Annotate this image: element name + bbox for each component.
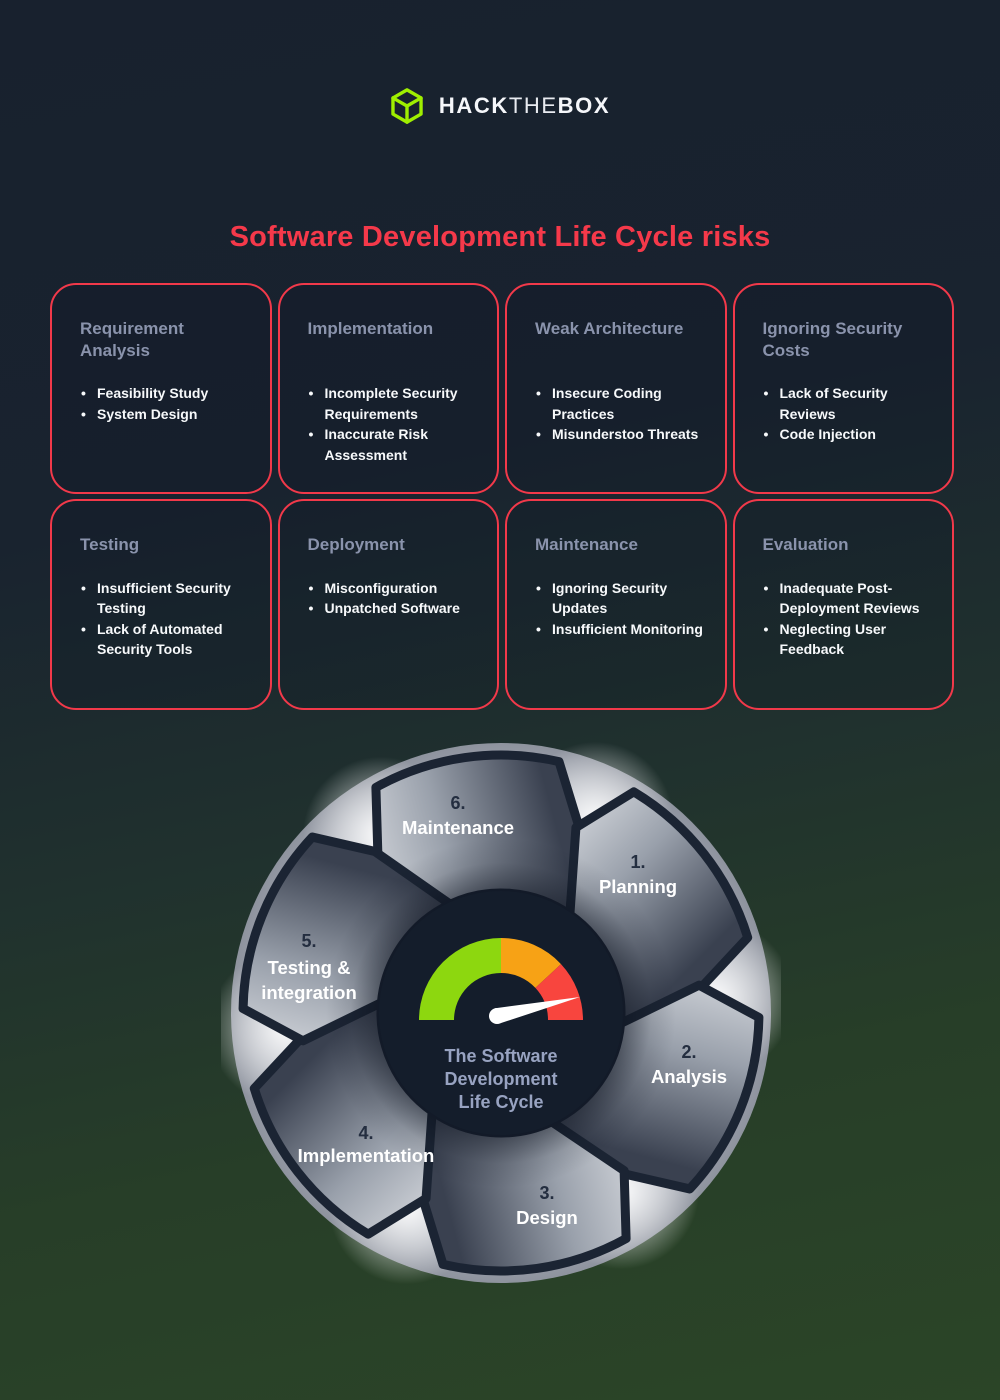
- risk-bullet: Insecure Coding Practices: [535, 383, 705, 424]
- risk-bullet: Lack of Security Reviews: [763, 383, 933, 424]
- risk-bullet: Unpatched Software: [308, 598, 478, 619]
- risk-bullet: Neglecting User Feedback: [763, 619, 933, 660]
- risk-bullet: Feasibility Study: [80, 383, 250, 404]
- risk-card-title: Implementation: [307, 319, 434, 338]
- risk-card-title: Ignoring Security Costs: [762, 319, 903, 360]
- phase-label-implementation: Implementation: [298, 1145, 435, 1166]
- brand-hack: HACK: [438, 93, 509, 118]
- page-title: Software Development Life Cycle risks: [229, 221, 771, 253]
- risk-bullet-list: Feasibility Study System Design: [80, 383, 250, 424]
- phase-number-planning: 1.: [630, 852, 645, 872]
- sdlc-cycle-svg: The Software Development Life Cycle 1. P…: [221, 741, 781, 1285]
- risk-card-evaluation: Evaluation Inadequate Post-Deployment Re…: [732, 499, 954, 710]
- phase-number-design: 3.: [539, 1183, 554, 1203]
- gauge-needle-icon: [489, 997, 580, 1024]
- brand-box: BOX: [557, 93, 611, 118]
- risk-bullet-list: Ignoring Security Updates Insufficient M…: [535, 578, 705, 640]
- brand-the: THE: [508, 93, 558, 118]
- phase-label-analysis: Analysis: [651, 1066, 727, 1087]
- risk-bullet: Ignoring Security Updates: [535, 578, 705, 619]
- phase-number-maintenance: 6.: [450, 793, 465, 813]
- risk-card-weak-architecture: Weak Architecture Insecure Coding Practi…: [505, 283, 727, 494]
- center-caption-line: Development: [444, 1069, 557, 1089]
- risk-bullet: Misunderstoo Threats: [535, 424, 705, 445]
- risk-cards-grid: Requirement Analysis Feasibility Study S…: [50, 283, 954, 710]
- risk-bullet: Insufficient Monitoring: [535, 619, 705, 640]
- risk-bullet-list: Incomplete Security Requirements Inaccur…: [308, 383, 478, 465]
- phase-label-design: Design: [516, 1207, 578, 1228]
- risk-bullet-list: Insecure Coding Practices Misunderstoo T…: [535, 383, 705, 445]
- risk-bullet: Insufficient Security Testing: [80, 578, 250, 619]
- phase-number-implementation: 4.: [358, 1123, 373, 1143]
- risk-card-ignoring-security-costs: Ignoring Security Costs Lack of Security…: [732, 283, 954, 494]
- phase-label-testing-integration: Testing &: [268, 957, 351, 978]
- risk-card-requirement-analysis: Requirement Analysis Feasibility Study S…: [50, 283, 272, 494]
- risk-bullet: Inadequate Post-Deployment Reviews: [763, 578, 933, 619]
- risk-card-title: Deployment: [307, 535, 405, 554]
- risk-card-implementation: Implementation Incomplete Security Requi…: [277, 283, 499, 494]
- risk-bullet-list: Inadequate Post-Deployment Reviews Negle…: [763, 578, 933, 660]
- risk-bullet: Code Injection: [763, 424, 933, 445]
- phase-labels: 1. Planning 2. Analysis 3. Design 4. Imp…: [261, 793, 727, 1228]
- phase-label-maintenance: Maintenance: [402, 817, 514, 838]
- cycle-center-caption: The Software Development Life Cycle: [444, 1046, 557, 1112]
- risk-bullet-list: Lack of Security Reviews Code Injection: [763, 383, 933, 445]
- risk-gauge: [419, 938, 583, 1024]
- risk-bullet: Lack of Automated Security Tools: [80, 619, 250, 660]
- hackthebox-logo: HACKTHEBOX: [0, 86, 1000, 126]
- sdlc-cycle-diagram: The Software Development Life Cycle 1. P…: [221, 733, 781, 1293]
- phase-label-testing-integration: integration: [261, 982, 357, 1003]
- risk-bullet: System Design: [80, 404, 250, 425]
- center-caption-line: Life Cycle: [458, 1092, 543, 1112]
- phase-number-analysis: 2.: [681, 1042, 696, 1062]
- risk-card-testing: Testing Insufficient Security Testing La…: [50, 499, 272, 710]
- htb-cube-icon: [391, 88, 423, 124]
- risk-card-title: Requirement Analysis: [80, 319, 184, 360]
- risk-bullet-list: Insufficient Security Testing Lack of Au…: [80, 578, 250, 660]
- brand-wordmark: HACKTHEBOX: [439, 93, 610, 119]
- center-caption-line: The Software: [444, 1046, 557, 1066]
- risk-card-title: Maintenance: [535, 535, 638, 554]
- risk-card-title: Weak Architecture: [535, 319, 684, 338]
- risk-bullet-list: Misconfiguration Unpatched Software: [308, 578, 478, 619]
- risk-bullet: Incomplete Security Requirements: [308, 383, 478, 424]
- risk-card-title: Evaluation: [762, 535, 849, 554]
- risk-bullet: Inaccurate Risk Assessment: [308, 424, 478, 465]
- gauge-green-segment: [419, 938, 501, 1020]
- risk-card-maintenance: Maintenance Ignoring Security Updates In…: [505, 499, 727, 710]
- risk-card-title: Testing: [80, 535, 140, 554]
- phase-number-testing-integration: 5.: [301, 931, 316, 951]
- phase-label-planning: Planning: [599, 876, 677, 897]
- risk-card-deployment: Deployment Misconfiguration Unpatched So…: [277, 499, 499, 710]
- risk-bullet: Misconfiguration: [308, 578, 478, 599]
- gauge-orange-segment: [501, 938, 561, 988]
